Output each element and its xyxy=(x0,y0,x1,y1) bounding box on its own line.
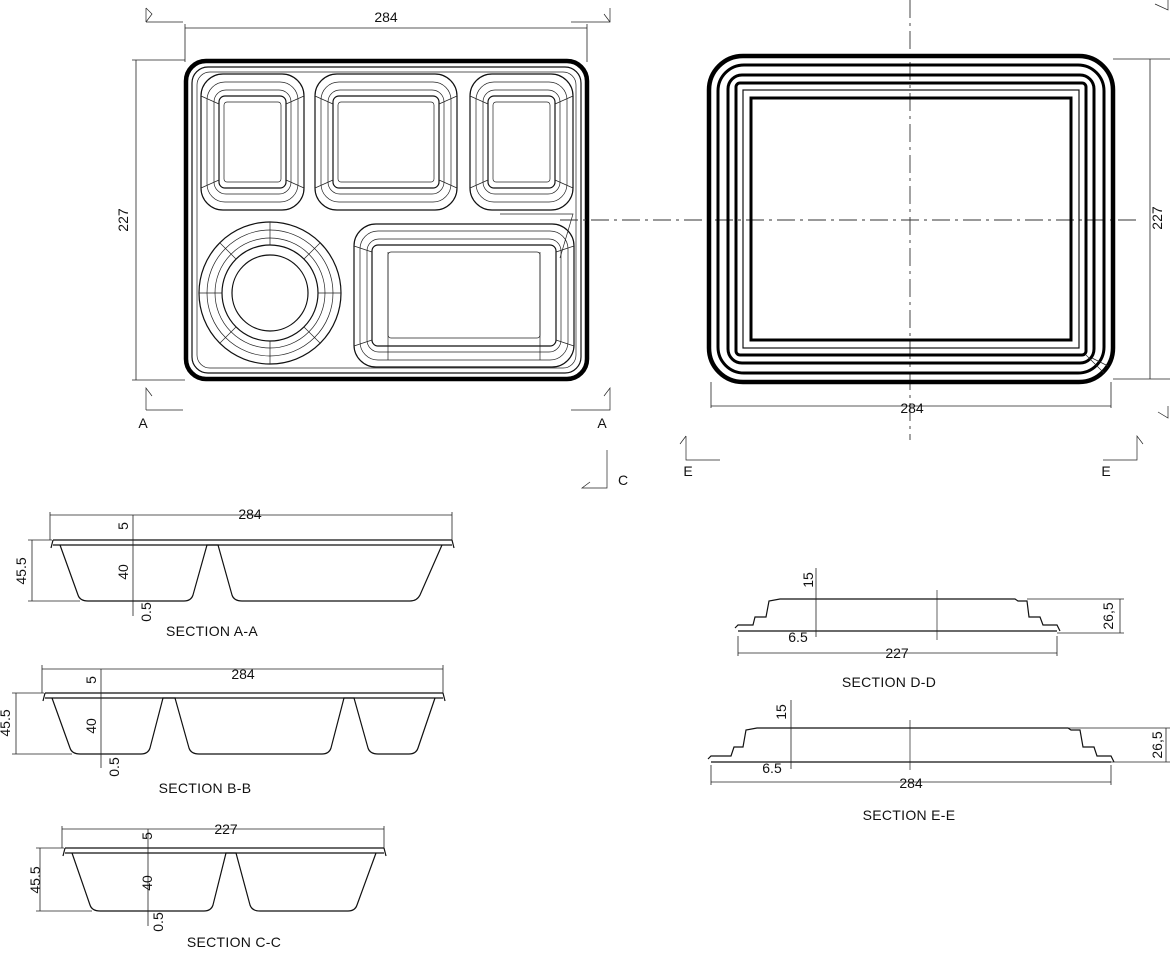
section-c-c-depth: 45.5 xyxy=(27,866,43,893)
section-a-a-rim: 5 xyxy=(115,522,131,530)
compartment-top-left xyxy=(200,73,305,211)
section-mark-a-left: A xyxy=(138,415,148,431)
section-c-c-profile xyxy=(71,852,377,912)
bottom-outer-rim xyxy=(706,53,1116,385)
width-dimension: 284 xyxy=(374,9,398,25)
section-c-c-bottom: 0.5 xyxy=(150,912,166,932)
compartment-top-middle xyxy=(314,73,458,211)
section-d-d: 15 6.5 26,5 227 SECTION D-D xyxy=(734,568,1124,690)
bottom-view: 227 284 E E xyxy=(560,0,1170,479)
top-view: 284 227 xyxy=(115,7,628,489)
section-d-d-step: 15 xyxy=(800,572,816,588)
section-mark-e-left: E xyxy=(683,463,692,479)
section-c-c-caption: SECTION C-C xyxy=(187,934,281,950)
section-e-e-height: 26,5 xyxy=(1149,731,1165,758)
section-b-b: 284 5 40 0.5 45.5 SECTION B-B xyxy=(0,665,446,796)
section-c-c-cavity: 40 xyxy=(139,875,155,891)
section-a-a-profile xyxy=(59,544,443,602)
section-b-b-caption: SECTION B-B xyxy=(159,780,252,796)
section-a-a-cavity: 40 xyxy=(115,564,131,580)
view-arrow-tl xyxy=(145,8,183,23)
section-b-b-profile xyxy=(51,697,436,755)
section-d-d-offset: 6.5 xyxy=(788,629,808,645)
section-b-b-length: 284 xyxy=(231,666,255,682)
section-arrow-e-right xyxy=(1103,434,1144,461)
section-arrow-a-right xyxy=(571,386,611,411)
section-e-e-caption: SECTION E-E xyxy=(863,807,956,823)
section-c-c-rim: 5 xyxy=(139,832,155,840)
section-mark-e-right: E xyxy=(1101,463,1110,479)
section-e-e-step: 15 xyxy=(773,704,789,720)
section-a-a-length: 284 xyxy=(238,506,262,522)
section-e-e-offset: 6.5 xyxy=(762,760,782,776)
section-e-e: 15 6.5 26,5 284 SECTION E-E xyxy=(707,700,1170,823)
section-d-d-length: 227 xyxy=(885,645,909,661)
section-a-a-depth: 45.5 xyxy=(13,557,29,584)
bottom-width-dimension: 284 xyxy=(900,400,924,416)
compartment-top-right xyxy=(469,73,574,259)
section-arrow-c xyxy=(580,450,608,489)
section-d-d-profile xyxy=(734,598,1061,632)
bottom-inner-panel xyxy=(749,96,1073,342)
section-b-b-rim: 5 xyxy=(83,676,99,684)
section-arrow-a-left xyxy=(145,386,183,411)
bottom-height-dimension: 227 xyxy=(1149,206,1165,230)
section-mark-c: C xyxy=(618,472,628,488)
tray-outer-rim xyxy=(183,58,590,382)
section-e-e-length: 284 xyxy=(899,775,923,791)
section-arrow-e-left xyxy=(679,435,720,461)
section-b-b-depth: 45.5 xyxy=(0,709,13,736)
section-b-b-bottom: 0.5 xyxy=(106,757,122,777)
section-e-e-profile xyxy=(707,727,1115,763)
section-b-b-cavity: 40 xyxy=(83,718,99,734)
view-arrow-tr xyxy=(571,8,611,23)
section-a-a-bottom: 0.5 xyxy=(138,602,154,622)
height-dimension: 227 xyxy=(115,208,131,232)
section-mark-a-right: A xyxy=(597,415,607,431)
section-c-c: 227 5 40 0.5 45.5 SECTION C-C xyxy=(27,821,387,950)
section-d-d-caption: SECTION D-D xyxy=(842,674,936,690)
compartment-bottom-right xyxy=(353,223,575,368)
compartment-round xyxy=(198,221,342,365)
section-a-a-caption: SECTION A-A xyxy=(166,623,258,639)
section-d-d-height: 26,5 xyxy=(1100,602,1116,629)
section-a-a: 284 5 40 0.5 45.5 SECTION A-A xyxy=(13,506,455,639)
section-c-c-length: 227 xyxy=(214,821,238,837)
